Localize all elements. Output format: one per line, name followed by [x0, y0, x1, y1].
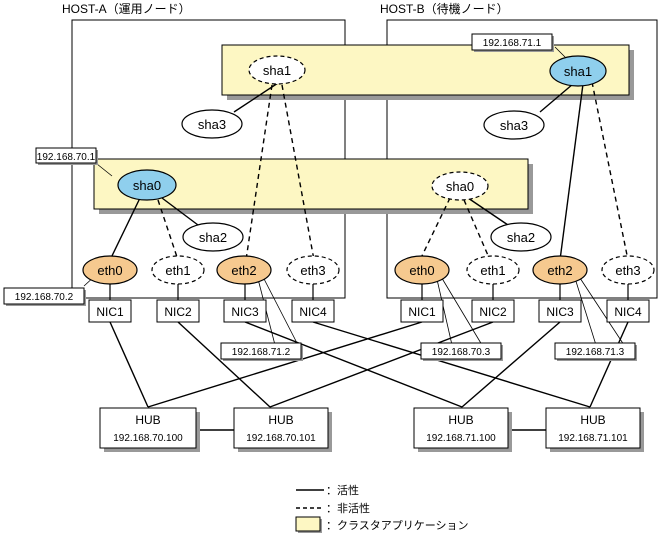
node-a-eth3: eth3 — [286, 255, 340, 285]
svg-text:NIC2: NIC2 — [479, 305, 507, 319]
node-a-sha3: sha3 — [181, 109, 243, 139]
ip-callout-a-eth0: 192.168.70.2 — [3, 287, 86, 306]
svg-text:eth1: eth1 — [165, 263, 190, 278]
hub-4: HUB 192.168.71.101 — [545, 407, 644, 452]
svg-text:192.168.70.3: 192.168.70.3 — [432, 347, 491, 358]
svg-text:192.168.71.101: 192.168.71.101 — [558, 433, 628, 444]
hub-1: HUB 192.168.70.100 — [99, 407, 200, 452]
svg-text:HUB: HUB — [580, 413, 605, 427]
svg-text:NIC1: NIC1 — [408, 305, 436, 319]
svg-text:eth2: eth2 — [231, 263, 256, 278]
svg-text:NIC3: NIC3 — [231, 305, 259, 319]
svg-text:NIC2: NIC2 — [164, 305, 192, 319]
svg-text:eth2: eth2 — [547, 263, 572, 278]
hub-3: HUB 192.168.71.100 — [413, 407, 512, 452]
cables — [109, 321, 629, 431]
node-a-sha1: sha1 — [248, 55, 306, 85]
node-a-sha2: sha2 — [182, 222, 244, 252]
svg-text:NIC1: NIC1 — [96, 305, 124, 319]
svg-text:NIC3: NIC3 — [546, 305, 574, 319]
svg-text:sha2: sha2 — [507, 230, 535, 245]
inactive-links — [157, 81, 629, 261]
svg-text:192.168.70.1: 192.168.70.1 — [37, 152, 96, 163]
svg-text:192.168.71.3: 192.168.71.3 — [566, 347, 625, 358]
host-a-title: HOST-A（運用ノード） — [62, 2, 191, 16]
svg-text:eth0: eth0 — [409, 263, 434, 278]
svg-text:HUB: HUB — [268, 413, 293, 427]
node-b-sha3: sha3 — [483, 110, 545, 140]
node-b-eth2: eth2 — [532, 255, 588, 285]
node-a-eth1: eth1 — [151, 255, 205, 285]
ip-callout-a-eth2: 192.168.71.2 — [220, 342, 303, 361]
svg-text:HUB: HUB — [448, 413, 473, 427]
svg-text:192.168.71.100: 192.168.71.100 — [426, 433, 496, 444]
node-b-sha2: sha2 — [490, 222, 552, 252]
nic-a4: NIC4 — [291, 299, 335, 323]
svg-text:sha3: sha3 — [500, 118, 528, 133]
nic-b3: NIC3 — [538, 299, 582, 323]
node-b-eth3: eth3 — [601, 255, 655, 285]
nic-b4: NIC4 — [606, 299, 650, 323]
nic-a2: NIC2 — [156, 299, 200, 323]
node-a-eth2: eth2 — [216, 255, 272, 285]
nic-b2: NIC2 — [471, 299, 515, 323]
legend-cluster-swatch — [295, 516, 321, 532]
svg-text:eth1: eth1 — [480, 263, 505, 278]
eth-nic-links — [109, 284, 629, 300]
node-a-eth0: eth0 — [82, 255, 138, 285]
ip-callout-b-eth0: 192.168.70.3 — [420, 342, 503, 361]
svg-text:192.168.71.1: 192.168.71.1 — [483, 38, 542, 49]
nic-a1: NIC1 — [88, 299, 132, 323]
node-a-sha0: sha0 — [117, 169, 177, 201]
node-b-eth0: eth0 — [394, 255, 450, 285]
svg-text:eth3: eth3 — [615, 263, 640, 278]
svg-text:192.168.71.2: 192.168.71.2 — [232, 347, 291, 358]
svg-text:192.168.70.100: 192.168.70.100 — [113, 433, 183, 444]
svg-text:sha0: sha0 — [446, 179, 474, 194]
svg-text:sha1: sha1 — [564, 64, 592, 79]
node-b-eth1: eth1 — [466, 255, 520, 285]
svg-text:192.168.70.2: 192.168.70.2 — [15, 292, 74, 303]
svg-text:eth3: eth3 — [300, 263, 325, 278]
svg-text:sha3: sha3 — [198, 117, 226, 132]
legend-inactive-label: ：非活性 — [326, 501, 370, 515]
nic-boxes: NIC1 NIC2 NIC3 NIC4 NIC1 NIC2 NIC3 NIC4 — [88, 299, 650, 323]
svg-text:sha2: sha2 — [199, 230, 227, 245]
hub-2: HUB 192.168.70.101 — [233, 407, 332, 452]
ip-callout-b-eth2: 192.168.71.3 — [554, 342, 637, 361]
nic-a3: NIC3 — [223, 299, 267, 323]
logical-links — [109, 82, 584, 261]
legend-active-label: ：活性 — [326, 483, 359, 497]
svg-text:NIC4: NIC4 — [299, 305, 327, 319]
svg-text:eth0: eth0 — [97, 263, 122, 278]
svg-text:HUB: HUB — [135, 413, 160, 427]
ip-callout-a-sha0: 192.168.70.1 — [35, 147, 98, 165]
legend-cluster-label: ：クラスタアプリケーション — [326, 519, 469, 532]
nic-b1: NIC1 — [400, 299, 444, 323]
legend: ：活性 ：非活性 ：クラスタアプリケーション — [295, 483, 469, 533]
svg-text:192.168.70.101: 192.168.70.101 — [246, 433, 316, 444]
node-b-sha1: sha1 — [549, 55, 607, 87]
svg-text:sha0: sha0 — [133, 178, 161, 193]
ip-callout-b-sha1: 192.168.71.1 — [471, 33, 554, 52]
svg-text:sha1: sha1 — [263, 63, 291, 78]
node-b-sha0: sha0 — [431, 171, 489, 201]
svg-text:NIC4: NIC4 — [614, 305, 642, 319]
host-b-title: HOST-B（待機ノード） — [380, 1, 509, 16]
